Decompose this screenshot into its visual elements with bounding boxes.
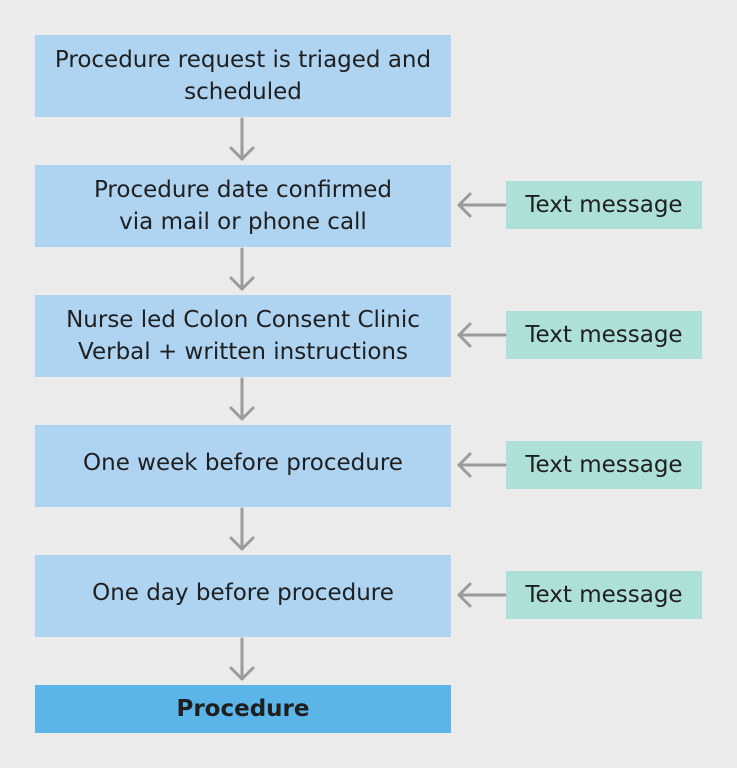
reminder-label: Text message [525,192,683,218]
reminder-box: Text message [506,181,702,229]
final-step-box: Procedure [35,685,451,733]
step-text-line: One day before procedure [92,580,394,606]
reminder-box: Text message [506,571,702,619]
down-arrow-icon [229,637,255,681]
left-arrow-icon [457,192,507,218]
step-text-line: Procedure date confirmed [93,177,393,203]
down-arrow-icon [229,117,255,161]
left-arrow-icon [457,452,507,478]
left-arrow-icon [457,582,507,608]
reminder-label: Text message [525,452,683,478]
step-text-line: scheduled [184,79,302,105]
step-text-line: Procedure request is triaged and [54,47,432,73]
down-arrow-icon [229,507,255,551]
step-text-line: Verbal + written instructions [78,339,408,365]
step-text-line: Nurse led Colon Consent Clinic [66,307,420,333]
step-box-triage: Procedure request is triaged and schedul… [35,35,451,117]
reminder-label: Text message [525,582,683,608]
reminder-label: Text message [525,322,683,348]
step-text-line: via mail or phone call [119,209,367,235]
left-arrow-icon [457,322,507,348]
step-box-one-week: One week before procedure [35,425,451,507]
down-arrow-icon [229,247,255,291]
step-text-line: One week before procedure [83,450,403,476]
step-box-consent-clinic: Nurse led Colon Consent Clinic Verbal + … [35,295,451,377]
reminder-box: Text message [506,311,702,359]
step-box-one-day: One day before procedure [35,555,451,637]
step-box-date-confirmed: Procedure date confirmed via mail or pho… [35,165,451,247]
final-step-label: Procedure [176,696,310,722]
down-arrow-icon [229,377,255,421]
reminder-box: Text message [506,441,702,489]
